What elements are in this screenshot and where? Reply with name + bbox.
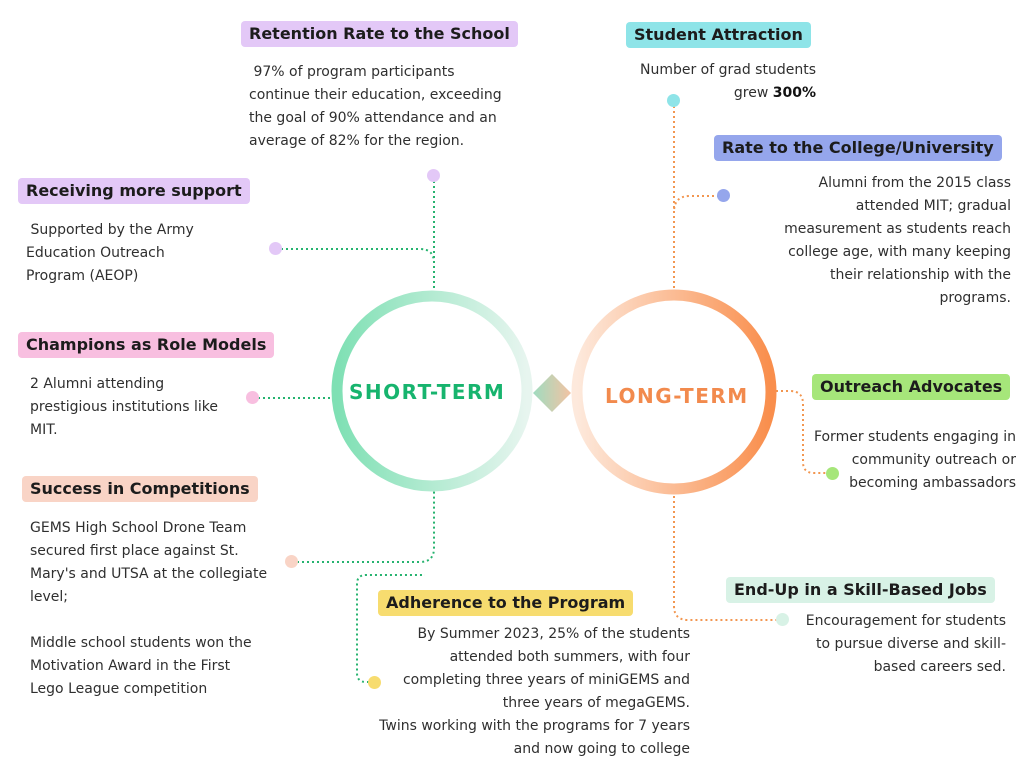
- support-title: Receiving more support: [18, 178, 250, 204]
- connector-outreach: [776, 390, 832, 474]
- competitions-text: GEMS High School Drone Team secured firs…: [30, 520, 268, 697]
- long-term-connectors: [673, 101, 832, 621]
- dot-attraction: [667, 94, 680, 107]
- dot-skill-jobs: [776, 613, 789, 626]
- attraction-title: Student Attraction: [626, 22, 811, 48]
- long-term-ring: [571, 289, 777, 495]
- outreach-text: Former students engaging in community ou…: [813, 429, 1016, 491]
- adherence-text: By Summer 2023, 25% of the students atte…: [379, 626, 690, 757]
- attraction-line-2: grew 300%: [733, 85, 816, 101]
- connector-competitions: [292, 490, 435, 563]
- connector-college: [673, 195, 724, 213]
- short-term-label: SHORT-TERM: [349, 380, 506, 404]
- college-text: Alumni from the 2015 class attended MIT;…: [784, 175, 1011, 306]
- short-term-connectors: [253, 176, 435, 683]
- dot-support: [269, 242, 282, 255]
- adherence-title: Adherence to the Program: [378, 590, 634, 616]
- dot-competitions: [285, 555, 298, 568]
- long-term-label: LONG-TERM: [605, 384, 749, 408]
- retention-title: Retention Rate to the School: [241, 21, 518, 47]
- connector-support: [276, 248, 435, 264]
- attraction-text: Number of grad students grew 300%: [640, 59, 816, 105]
- champions-text: 2 Alumni attending prestigious instituti…: [30, 376, 218, 438]
- college-title: Rate to the College/University: [714, 135, 1002, 161]
- dot-retention: [427, 169, 440, 182]
- skill-jobs-text: Encouragement for students to pursue div…: [805, 613, 1006, 675]
- dot-champions: [246, 391, 259, 404]
- competitions-title: Success in Competitions: [22, 476, 258, 502]
- outreach-title: Outreach Advocates: [812, 374, 1011, 400]
- dot-outreach: [826, 467, 839, 480]
- short-term-ring: [331, 290, 533, 492]
- skill-jobs-title: End-Up in a Skill-Based Jobs: [726, 577, 995, 603]
- dot-college: [717, 189, 730, 202]
- center-diamond: [533, 374, 571, 412]
- champions-title: Champions as Role Models: [18, 332, 275, 358]
- retention-text: 97% of program participants continue the…: [249, 64, 502, 149]
- support-text: Supported by the Army Education Outreach…: [26, 222, 194, 284]
- dot-adherence: [368, 676, 381, 689]
- connector-skill-jobs: [673, 491, 782, 621]
- connector-adherence: [356, 574, 425, 683]
